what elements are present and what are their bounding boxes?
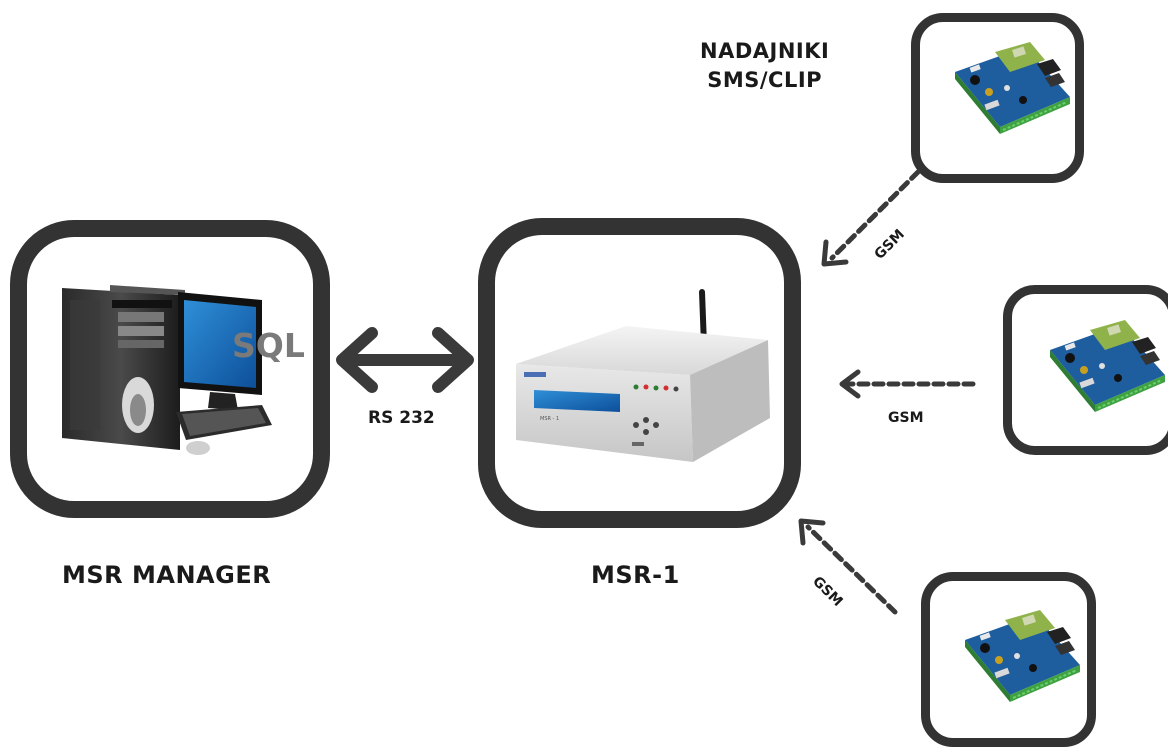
msr1-device-icon (516, 289, 770, 462)
gsm-label-top: GSM (872, 226, 908, 262)
msr1-label: MSR-1 (591, 561, 680, 589)
transmitters-label: NADAJNIKI SMS/CLIP (700, 37, 829, 95)
rs232-double-arrow (336, 327, 474, 393)
sql-label: SQL (232, 326, 305, 365)
computer-icon (62, 285, 272, 455)
gsm-label-bottom: GSM (809, 574, 845, 610)
gsm-arrow-bottom (798, 518, 898, 615)
msr-manager-label: MSR MANAGER (62, 561, 272, 589)
transmitter-board-middle-icon (1049, 319, 1166, 413)
msr1-screen-text: MSR - 1 (540, 416, 559, 422)
gsm-arrow-top (821, 169, 921, 267)
transmitters-label-line1: NADAJNIKI (700, 39, 830, 63)
transmitter-board-bottom-icon (964, 609, 1081, 703)
gsm-arrow-middle (839, 369, 976, 399)
transmitter-board-top-icon (954, 41, 1071, 135)
gsm-label-middle: GSM (888, 410, 924, 426)
transmitters-label-line2: SMS/CLIP (707, 68, 823, 92)
rs232-label: RS 232 (368, 408, 435, 428)
